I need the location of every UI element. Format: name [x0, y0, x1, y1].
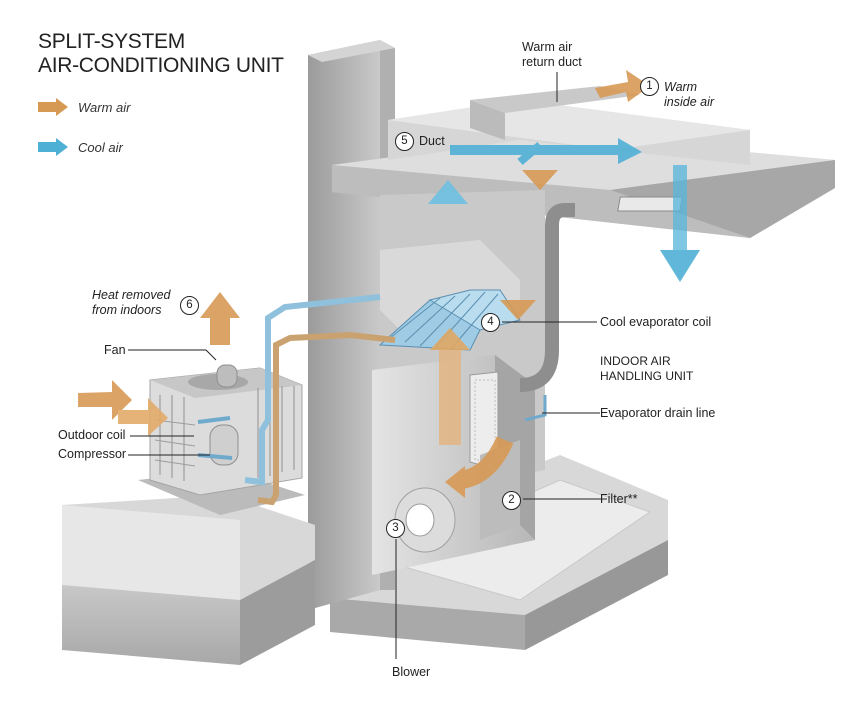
blower-label: Blower [392, 665, 431, 679]
legend-warm-label: Warm air [78, 99, 131, 115]
evap-coil-leader [502, 321, 597, 323]
callout-2-badge: 2 [502, 491, 521, 510]
indoor-unit-line-1: INDOOR AIR [600, 354, 671, 368]
diagram-title: SPLIT-SYSTEM AIR-CONDITIONING UNIT [38, 30, 284, 78]
outdoor-coil-label: Outdoor coil [58, 428, 126, 442]
supply-duct-body [388, 86, 750, 165]
heat-removed-label: Heat removed from indoors [92, 288, 171, 318]
drain-line-label: Evaporator drain line [600, 406, 716, 420]
legend-cool: Cool air [38, 138, 123, 156]
return-duct-leader [556, 72, 558, 102]
filter-leader [523, 498, 603, 500]
filter-label: Filter** [600, 492, 638, 506]
callout-5-badge: 5 [395, 132, 414, 151]
evap-coil-label: Cool evaporator coil [600, 315, 712, 329]
drain-line-tube [524, 395, 547, 422]
title-line-1: SPLIT-SYSTEM [38, 30, 185, 53]
warm-inside-air-line-1: Warm [664, 80, 698, 94]
fan-leader [128, 349, 217, 361]
return-duct-label: Warm air return duct [522, 40, 582, 70]
condenser-unit [138, 364, 305, 515]
warm-arrow-icon [38, 98, 68, 116]
compressor-leader [128, 454, 210, 456]
cool-arrow-icon [38, 138, 68, 156]
return-duct-label-line-1: Warm air [522, 40, 573, 54]
drain-pipe [519, 203, 575, 392]
callout-1-badge: 1 [640, 77, 659, 96]
return-duct-label-line-2: return duct [522, 55, 582, 69]
callout-3-badge: 3 [386, 519, 405, 538]
title-line-2: AIR-CONDITIONING UNIT [38, 54, 284, 77]
ceiling-slab [332, 135, 835, 238]
legend-warm: Warm air [38, 98, 130, 116]
heat-removed-line-2: from indoors [92, 303, 162, 317]
warm-airflow-arrows [78, 70, 650, 498]
blower-leader [395, 539, 397, 659]
warm-inside-air-label: Warm inside air [664, 80, 714, 110]
cool-airflow-arrows [428, 138, 700, 290]
indoor-unit-line-2: HANDLING UNIT [600, 369, 694, 383]
suction-line [244, 294, 381, 486]
fan-label: Fan [104, 343, 126, 357]
indoor-unit-label: INDOOR AIR HANDLING UNIT [600, 354, 693, 384]
callout-4-badge: 4 [481, 313, 500, 332]
warm-inside-air-line-2: inside air [664, 95, 715, 109]
duct-label: Duct [419, 134, 445, 148]
drain-line-leader [542, 412, 600, 414]
outdoor-pad [62, 495, 315, 665]
outdoor-coil-leader [130, 435, 194, 437]
callout-6-badge: 6 [180, 296, 199, 315]
compressor-label: Compressor [58, 447, 127, 461]
liquid-line [257, 331, 396, 506]
heat-removed-line-1: Heat removed [92, 288, 171, 302]
legend-cool-label: Cool air [78, 139, 123, 155]
